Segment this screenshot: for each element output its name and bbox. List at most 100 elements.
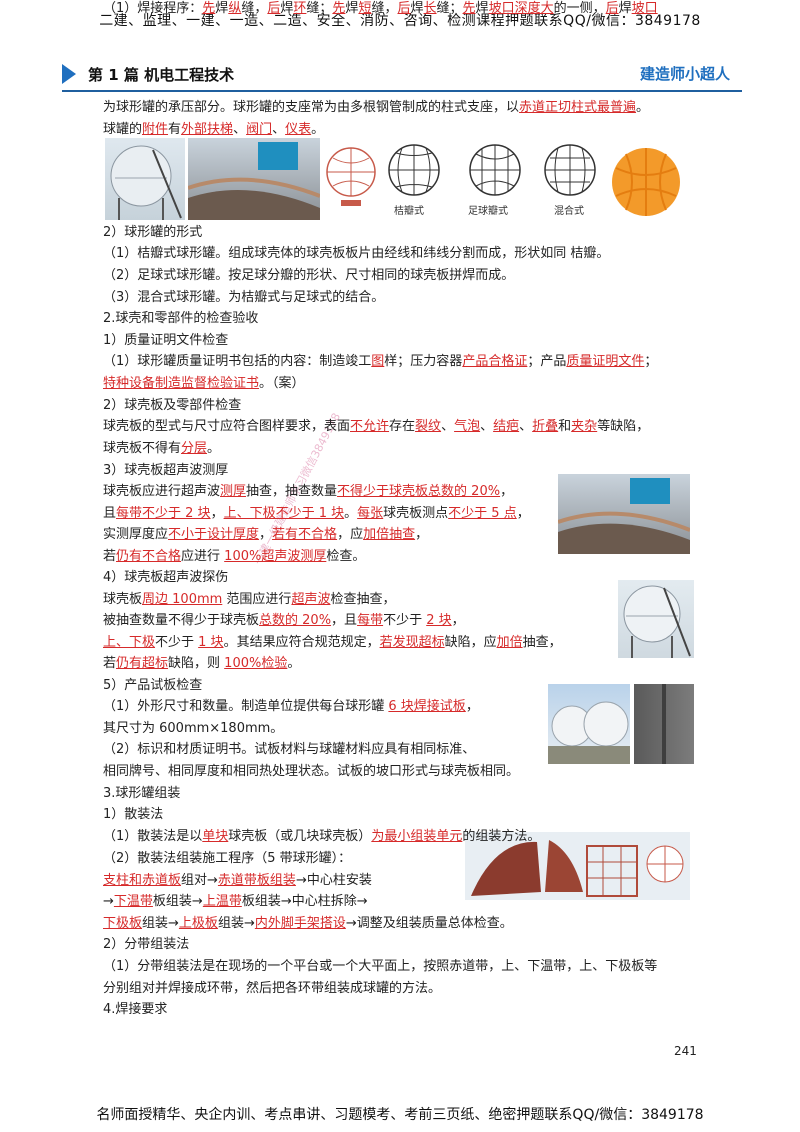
spherical-tank-photo-2 [618, 580, 694, 658]
text-segment: 、 [519, 419, 533, 434]
highlighted-term: 每带不少于 2 块 [116, 506, 211, 521]
text-segment: 焊 [618, 1, 632, 16]
highlighted-term: 周边 100mm [142, 592, 223, 607]
text-line: 相同牌号、相同厚度和相同热处理状态。试板的坡口形式与球壳板相同。 [103, 763, 519, 781]
text-segment: 。 [344, 506, 358, 521]
text-segment: 缝， [241, 1, 268, 16]
highlighted-term: 2 块 [426, 613, 452, 628]
highlighted-term: 后 [605, 1, 619, 16]
text-segment: 、 [272, 122, 286, 137]
chapter-arrow-icon [62, 64, 76, 84]
text-segment: 5）产品试板检查 [103, 678, 203, 693]
text-segment: 组装→ [142, 916, 179, 931]
text-segment: ；产品 [527, 354, 567, 369]
highlighted-term: 特种设备制造监督检验证书 [103, 376, 260, 391]
text-segment: 球壳板（或几块球壳板） [228, 829, 372, 844]
highlighted-term: 赤道正切柱式最普遍 [519, 100, 637, 115]
highlighted-term: 100%检验 [224, 656, 288, 671]
text-segment: 有 [168, 122, 182, 137]
text-segment: ， [500, 484, 514, 499]
test-plate-photo [634, 684, 694, 764]
text-segment: 且 [103, 506, 117, 521]
assembly-photo [465, 832, 690, 900]
text-segment: 缝， [371, 1, 398, 16]
text-segment: （2）标识和材质证明书。试板材料与球罐材料应具有相同标准、 [103, 742, 476, 757]
highlighted-term: 下温带 [113, 894, 153, 909]
text-segment: 3）球壳板超声波测厚 [103, 463, 229, 478]
text-segment: ； [644, 354, 658, 369]
text-line: 球壳板的型式与尺寸应符合图样要求，表面不允许存在裂纹、气泡、结疤、折叠和夹杂等缺… [103, 418, 649, 436]
highlighted-term: 附件 [142, 122, 169, 137]
text-segment: 相同牌号、相同厚度和相同热处理状态。试板的坡口形式与球壳板相同。 [103, 764, 520, 779]
text-line: 球壳板应进行超声波测厚抽查，抽查数量不得少于球壳板总数的 20%， [103, 483, 513, 501]
highlighted-term: 每带 [357, 613, 384, 628]
text-segment: 分别组对并焊接成环带，然后把各环带组装成球罐的方法。 [103, 981, 442, 996]
highlighted-term: 不得少于球壳板总数的 20% [337, 484, 501, 499]
text-segment: 焊 [215, 1, 229, 16]
text-segment: ， [516, 506, 530, 521]
tangerine-photo [604, 138, 688, 220]
text-segment: （1）散装法是以 [103, 829, 203, 844]
text-line: 且每带不少于 2 块，上、下极不少于 1 块。每张球壳板测点不少于 5 点， [103, 505, 530, 523]
highlighted-term: 外部扶梯 [181, 122, 234, 137]
text-segment: 焊 [345, 1, 359, 16]
text-line: 若仍有不合格应进行 100%超声波测厚检查。 [103, 548, 365, 566]
text-segment: 3.球形罐组装 [103, 786, 181, 801]
highlighted-term: 若发现超标 [379, 635, 445, 650]
football-diagram: 足球瓣式 [462, 140, 528, 220]
text-segment: 球壳板测点 [383, 506, 449, 521]
text-segment: 存在 [389, 419, 416, 434]
highlighted-term: 上、下极不少于 1 块 [223, 506, 345, 521]
highlighted-term: 短 [358, 1, 372, 16]
text-line: 球壳板周边 100mm 范围应进行超声波检查抽查， [103, 591, 395, 609]
text-segment: （1）桔瓣式球形罐。组成球壳体的球壳板板片由经线和纬线分割而成，形状如同 桔瓣。 [103, 246, 610, 261]
text-segment: 和 [558, 419, 572, 434]
highlighted-term: 仪表 [285, 122, 312, 137]
text-segment: 焊 [475, 1, 489, 16]
highlighted-term: 支柱和赤道板 [103, 873, 182, 888]
text-segment: 1）质量证明文件检查 [103, 333, 229, 348]
highlighted-term: 后 [397, 1, 411, 16]
text-segment: 。 [311, 122, 325, 137]
text-segment: 板组装→ [152, 894, 203, 909]
text-line: 2.球壳和零部件的检查验收 [103, 310, 258, 328]
text-segment: （1）焊接程序： [103, 1, 203, 16]
text-segment: 若 [103, 656, 117, 671]
chapter-title: 第 1 篇 机电工程技术 [88, 66, 235, 84]
text-segment: ，应 [337, 527, 364, 542]
highlighted-term: 长 [423, 1, 437, 16]
globe-sketch [323, 138, 381, 220]
text-segment: 实测厚度应 [103, 527, 169, 542]
text-segment: 。（案） [259, 376, 305, 391]
page-number: 241 [674, 1044, 697, 1058]
text-line: 为球形罐的承压部分。球形罐的支座常为由多根钢管制成的柱式支座，以赤道正切柱式最普… [103, 99, 649, 117]
text-line: 支柱和赤道板组对→赤道带板组装→中心柱安装 [103, 872, 372, 890]
tank-farm-photo [548, 684, 630, 764]
highlighted-term: 先 [202, 1, 216, 16]
text-segment: 2.球壳和零部件的检查验收 [103, 311, 259, 326]
orange-peel-label: 桔瓣式 [394, 206, 424, 217]
text-segment: 缝； [306, 1, 333, 16]
text-segment: （1）球形罐质量证明书包括的内容：制造竣工 [103, 354, 372, 369]
text-segment: 、 [480, 419, 494, 434]
highlighted-term: 下极板 [103, 916, 143, 931]
text-segment: 组装→ [217, 916, 255, 931]
text-segment: 缺陷，应 [444, 635, 497, 650]
text-line: （1）散装法是以单块球壳板（或几块球壳板）为最小组装单元的组装方法。 [103, 828, 540, 846]
highlighted-term: 上、下极 [103, 635, 156, 650]
text-segment: 4.焊接要求 [103, 1002, 168, 1017]
text-line: 2）球形罐的形式 [103, 224, 202, 242]
text-line: （2）足球式球形罐。按足球分瓣的形状、尺寸相同的球壳板拼焊而成。 [103, 267, 514, 285]
highlighted-term: 先 [462, 1, 476, 16]
highlighted-term: 后 [267, 1, 281, 16]
text-line: 4）球壳板超声波探伤 [103, 569, 228, 587]
text-line: 1）质量证明文件检查 [103, 332, 228, 350]
highlighted-term: 仍有不合格 [116, 549, 182, 564]
highlighted-term: 内外脚手架搭设 [254, 916, 346, 931]
text-segment: 、 [233, 122, 247, 137]
text-line: 球罐的附件有外部扶梯、阀门、仪表。 [103, 121, 324, 139]
highlighted-term: 结疤 [493, 419, 520, 434]
spherical-tank-photo [105, 138, 185, 220]
text-segment: 缝； [436, 1, 463, 16]
text-line: （1）分带组装法是在现场的一个平台或一个大平面上，按照赤道带，上、下温带，上、下… [103, 958, 657, 976]
